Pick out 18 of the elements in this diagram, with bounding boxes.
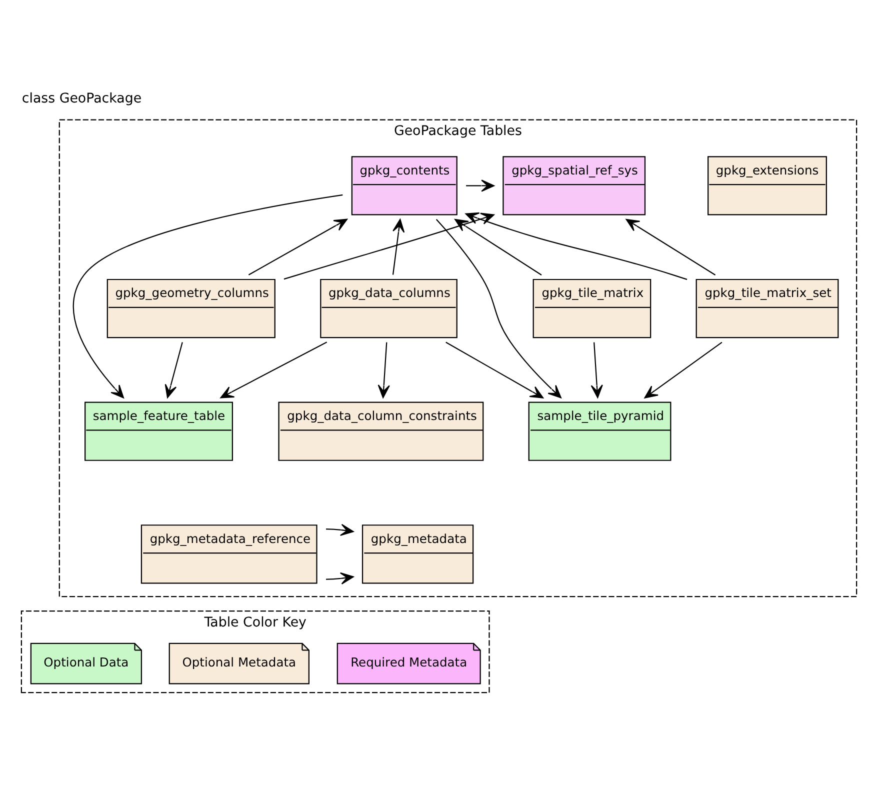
arrow — [284, 212, 494, 280]
arrow — [392, 218, 405, 274]
arrow — [164, 342, 183, 398]
arrow — [378, 342, 390, 398]
arrow — [465, 212, 688, 280]
arrow — [436, 218, 562, 398]
arrow — [326, 572, 354, 584]
arrow — [454, 218, 542, 275]
arrow — [220, 341, 328, 398]
arrow — [590, 342, 603, 398]
diagram-title: class GeoPackage — [22, 91, 142, 106]
arrow — [466, 179, 494, 192]
arrow — [72, 194, 343, 398]
arrow — [446, 341, 544, 398]
arrow — [248, 218, 348, 275]
arrow — [626, 218, 716, 275]
arrow — [326, 523, 354, 536]
arrow — [644, 341, 722, 398]
